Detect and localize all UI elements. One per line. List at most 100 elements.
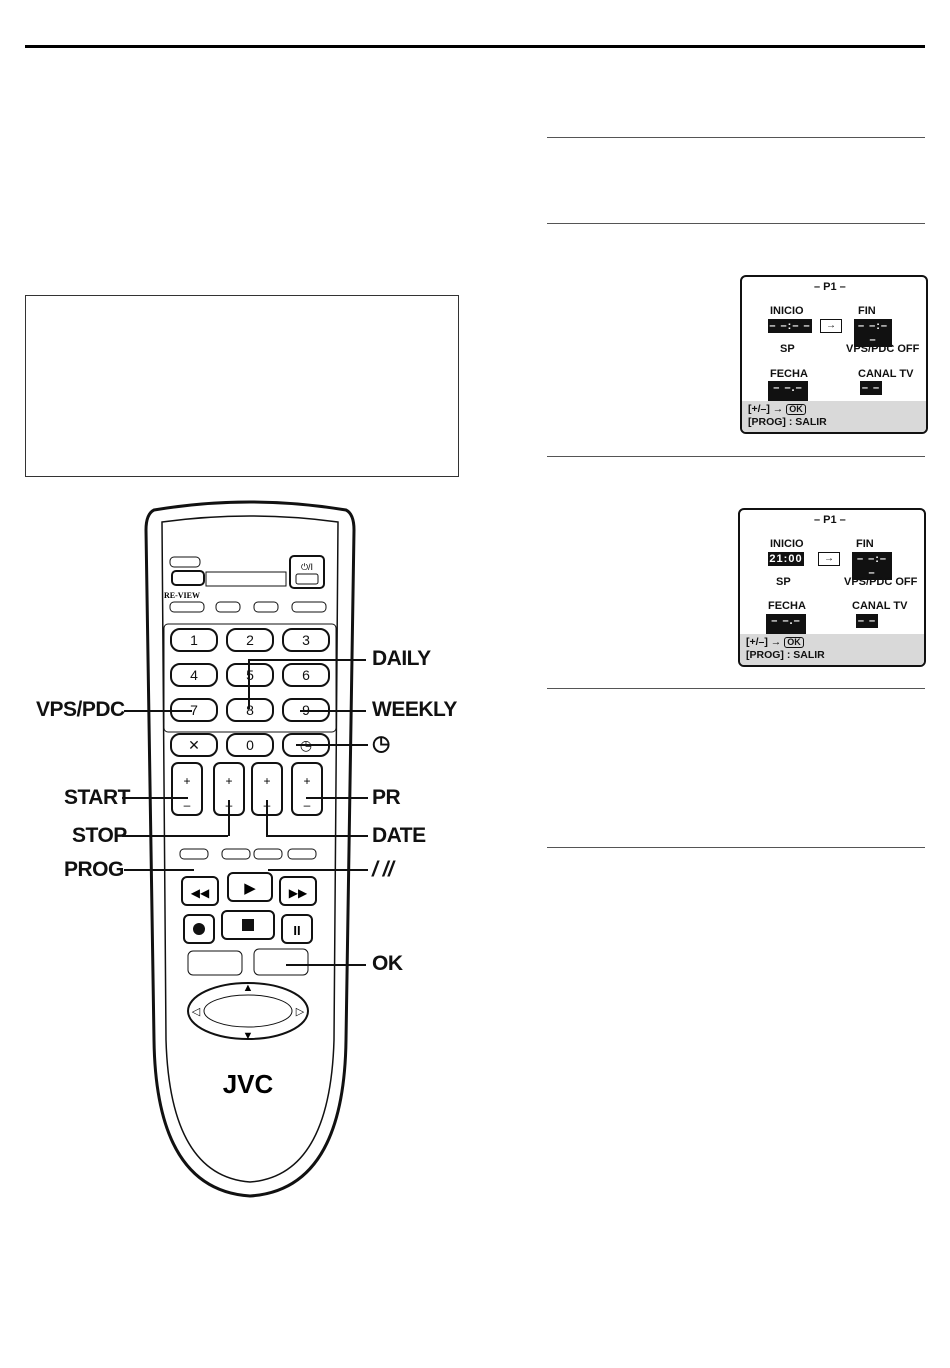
leader-line xyxy=(268,869,368,871)
osd-vps: VPS/PDC OFF xyxy=(846,343,920,355)
left-icon: ◁ xyxy=(192,1006,201,1018)
leader-line xyxy=(266,800,268,836)
func-button xyxy=(253,601,279,613)
prog-button xyxy=(179,848,209,860)
osd-channel-label: CANAL TV xyxy=(858,368,914,380)
leader-line xyxy=(306,797,368,799)
osd-screen-1: – P1 – INICIO – –:– – → FIN – –:– – SP V… xyxy=(740,275,928,434)
up-icon: ▲ xyxy=(243,982,254,994)
osd-vps: VPS/PDC OFF xyxy=(844,576,918,588)
play-icon: ▶ xyxy=(244,880,256,897)
key-4[interactable]: 5 xyxy=(226,663,274,687)
leader-line xyxy=(122,835,228,837)
ok-icon: OK xyxy=(784,637,804,648)
svg-text:–: – xyxy=(184,798,191,812)
key-7[interactable]: 8 xyxy=(226,698,274,722)
osd-speed: SP xyxy=(780,343,795,355)
osd-channel-value: – – xyxy=(856,614,878,628)
ok-icon: OK xyxy=(786,404,806,415)
osd-program: – P1 – xyxy=(814,514,846,526)
key-1[interactable]: 2 xyxy=(226,628,274,652)
step-divider xyxy=(547,137,925,138)
key-9[interactable]: ✕ xyxy=(170,733,218,757)
osd-arrow: → xyxy=(818,552,840,566)
osd-hint-prefix: [+/–] → xyxy=(748,403,784,415)
down-icon: ▼ xyxy=(243,1030,254,1042)
callout-pr: PR xyxy=(372,786,401,809)
leader-line xyxy=(124,710,192,712)
power-icon: ⏻/I xyxy=(301,562,313,572)
func-button xyxy=(215,601,241,613)
small-button xyxy=(169,556,201,568)
key-0[interactable]: 1 xyxy=(170,628,218,652)
func-button xyxy=(221,848,251,860)
pause-button xyxy=(281,914,313,944)
callout-start: START xyxy=(64,786,130,809)
ffwd-icon: ▶▶ xyxy=(289,886,308,900)
leader-line xyxy=(248,659,366,661)
osd-screen-2: – P1 – INICIO 21:00 → FIN – –:– – SP VPS… xyxy=(738,508,926,667)
keypad: 123456789✕0◷ xyxy=(170,628,330,757)
func-button xyxy=(291,601,327,613)
osd-hint: [+/–] → OK [PROG] : SALIR xyxy=(740,634,924,665)
pr-rocker xyxy=(291,762,323,816)
func-button xyxy=(287,848,317,860)
slashes-button xyxy=(253,848,283,860)
step-divider xyxy=(547,223,925,224)
osd-speed: SP xyxy=(776,576,791,588)
key-2[interactable]: 3 xyxy=(282,628,330,652)
key-3[interactable]: 4 xyxy=(170,663,218,687)
callout-prog: PROG xyxy=(64,858,124,881)
rewind-icon: ◀◀ xyxy=(191,886,210,900)
leader-line xyxy=(228,800,230,836)
pause-icon: II xyxy=(293,923,300,938)
callout-daily: DAILY xyxy=(372,647,431,670)
menu-button xyxy=(187,950,243,976)
osd-end-value: – –:– – xyxy=(854,319,892,347)
top-rule xyxy=(25,45,925,48)
osd-channel-label: CANAL TV xyxy=(852,600,908,612)
osd-start-label: INICIO xyxy=(770,305,804,317)
right-icon: ▷ xyxy=(296,1006,305,1018)
callout-date: DATE xyxy=(372,824,426,847)
key-10[interactable]: 0 xyxy=(226,733,274,757)
leader-line xyxy=(124,869,194,871)
callout-slashes: / // xyxy=(372,858,394,881)
key-6[interactable]: 7 xyxy=(170,698,218,722)
brand-logo: JVC xyxy=(223,1069,274,1099)
svg-text:+: + xyxy=(225,774,232,788)
ok-button xyxy=(253,948,309,976)
osd-hint: [+/–] → OK [PROG] : SALIR xyxy=(742,401,926,432)
step-divider xyxy=(547,456,925,457)
step-divider xyxy=(547,688,925,689)
osd-program: – P1 – xyxy=(814,281,846,293)
osd-end-value: – –:– – xyxy=(852,552,892,580)
svg-text:+: + xyxy=(303,774,310,788)
svg-text:+: + xyxy=(263,774,270,788)
tv-vcr-button xyxy=(171,570,205,586)
key-5[interactable]: 6 xyxy=(282,663,330,687)
osd-hint-exit: [PROG] : SALIR xyxy=(748,416,827,428)
remote-lower: +– +– +– +– ◀◀ ▶ ▶▶ II ▲ ▼ ◁ ▷ JVC xyxy=(171,762,323,1099)
step-divider xyxy=(547,847,925,848)
ffwd-button xyxy=(279,876,317,906)
osd-end-label: FIN xyxy=(856,538,874,550)
leader-line xyxy=(122,797,188,799)
timer-icon: ◷ xyxy=(372,732,390,755)
callout-weekly: WEEKLY xyxy=(372,698,457,721)
osd-end-label: FIN xyxy=(858,305,876,317)
leader-line xyxy=(266,835,368,837)
note-box xyxy=(25,295,459,477)
osd-arrow: → xyxy=(820,319,842,333)
osd-channel-value: – – xyxy=(860,381,882,395)
start-rocker xyxy=(171,762,203,816)
osd-date-label: FECHA xyxy=(770,368,808,380)
callout-ok: OK xyxy=(372,952,403,975)
leader-line xyxy=(286,964,366,966)
play-button xyxy=(227,872,273,902)
osd-hint-prefix: [+/–] → xyxy=(746,636,782,648)
osd-start-label: INICIO xyxy=(770,538,804,550)
rewind-button xyxy=(181,876,219,906)
osd-date-label: FECHA xyxy=(768,600,806,612)
leader-line xyxy=(248,659,250,709)
